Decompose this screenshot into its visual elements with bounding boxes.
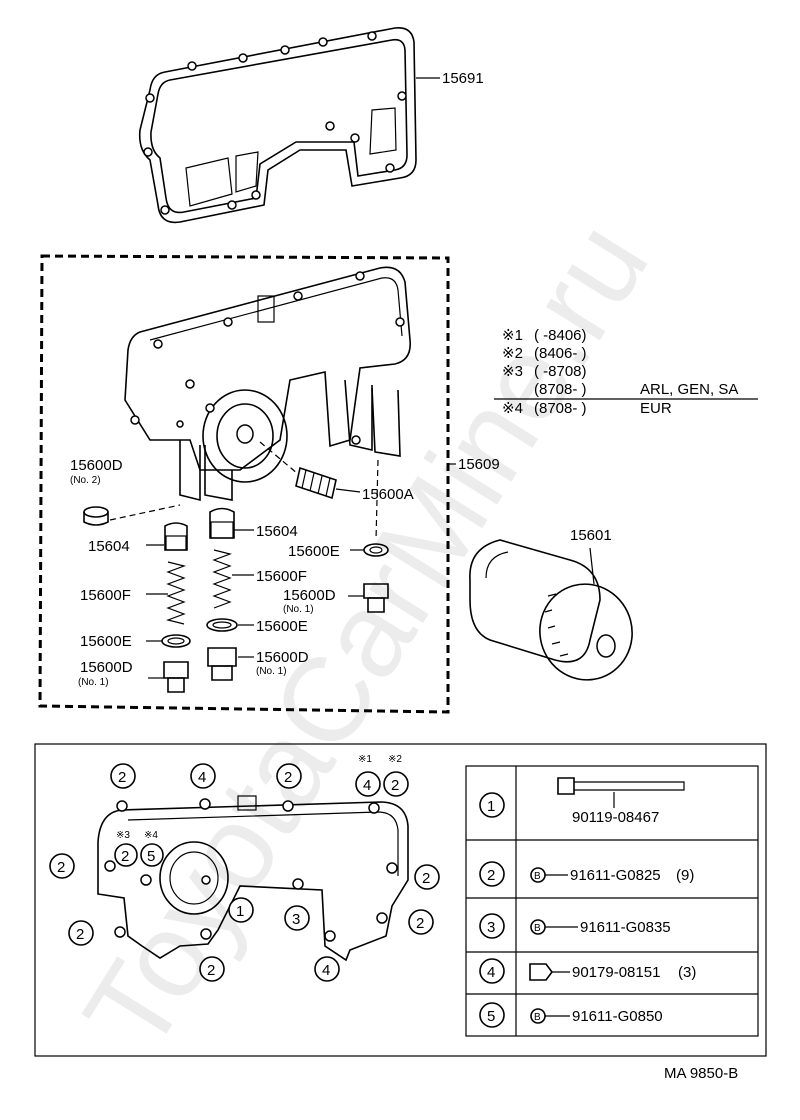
callout-5: 5	[147, 848, 155, 865]
label-plug-d-center: 15600D	[256, 649, 309, 666]
label-plug-d-right-tag: (No. 1)	[283, 604, 314, 615]
legend-row-4: 4 90179-08151 (3)	[479, 958, 696, 984]
gasket-cover-drawing	[138, 26, 440, 224]
note-range: (8406- )	[534, 345, 587, 362]
note-range: ( -8406)	[534, 327, 587, 344]
right-gasket-top-drawing	[350, 543, 389, 557]
callout-2: 2	[391, 777, 399, 794]
center-spring-drawing	[212, 549, 254, 609]
note-range: ( -8708)	[534, 363, 587, 380]
legend-part: 91611-G0850	[572, 1008, 663, 1025]
center-plug-drawing	[207, 647, 254, 681]
legend-key: 4	[487, 964, 495, 981]
left-spring-drawing	[146, 561, 187, 625]
bolt-position-gasket	[97, 795, 409, 962]
note-extra: ARL, GEN, SA	[640, 381, 738, 398]
callout-1: 1	[236, 903, 244, 920]
callout-2: 2	[422, 870, 430, 887]
callout-2: 2	[284, 769, 292, 786]
legend-part: 90179-08151	[572, 964, 660, 981]
label-plug-d-right: 15600D	[283, 587, 336, 604]
right-plug-drawing	[348, 583, 389, 613]
center-gasket-drawing	[206, 618, 254, 632]
plug-no2-drawing	[83, 504, 181, 526]
legend-key: 1	[487, 798, 495, 815]
label-plug-no2: 15600D	[70, 457, 123, 474]
note-mark: ※1	[502, 327, 523, 344]
svg-text:B: B	[534, 871, 541, 882]
oil-pump-group-box	[38, 254, 450, 714]
note-range: (8708- )	[534, 381, 587, 398]
legend-key: 2	[487, 867, 495, 884]
bolt-legend-table	[465, 765, 759, 1037]
legend-part: 91611-G0825	[570, 867, 661, 884]
legend-key: 3	[487, 919, 495, 936]
star-note: ※1	[358, 754, 372, 765]
note-extra: EUR	[640, 400, 672, 417]
legend-part: 91611-G0835	[580, 919, 671, 936]
callout-2: 2	[121, 848, 129, 865]
label-gasket-e-right: 15600E	[256, 618, 308, 635]
diagram-reference: MA 9850-B	[664, 1065, 738, 1082]
label-spring-right: 15600F	[256, 568, 307, 585]
label-spring-left: 15600F	[80, 587, 131, 604]
callout-2: 2	[76, 926, 84, 943]
callout-2: 2	[416, 915, 424, 932]
legend-qty: (3)	[678, 964, 696, 981]
svg-text:B: B	[534, 1012, 541, 1023]
callout-4: 4	[322, 962, 330, 979]
applicability-notes: ※1 ( -8406) ※2 (8406- ) ※3 ( -8708) (870…	[494, 327, 758, 417]
label-oil-filter: 15601	[570, 527, 612, 544]
oil-pump-body-drawing	[124, 266, 456, 541]
callout-3: 3	[292, 911, 300, 928]
label-gasket-e-left: 15600E	[80, 633, 132, 650]
callout-4: 4	[198, 769, 206, 786]
star-note: ※4	[144, 830, 158, 841]
bolt-layout-box	[34, 743, 767, 1057]
note-mark: ※2	[502, 345, 523, 362]
left-gasket-drawing	[146, 634, 191, 648]
label-valve-right: 15604	[256, 523, 298, 540]
callout-2: 2	[57, 859, 65, 876]
left-plug-drawing	[148, 661, 189, 693]
label-gasket-e-top: 15600E	[288, 543, 340, 560]
label-plug-d-left: 15600D	[80, 659, 133, 676]
callout-2: 2	[207, 962, 215, 979]
callout-4: 4	[363, 777, 371, 794]
label-oil-pump-assy: 15609	[458, 456, 500, 473]
left-valve-drawing	[146, 522, 188, 551]
star-note: ※2	[388, 754, 402, 765]
label-gasket-cover: 15691	[442, 70, 484, 87]
bolt-callouts: 2 4 2 ※1 ※2 4 2 ※3 ※4 2 5 2 2 1 3 2 2 2 …	[49, 754, 440, 982]
label-relief-valve: 15600A	[362, 486, 414, 503]
label-plug-d-left-tag: (No. 1)	[78, 677, 109, 688]
legend-key: 5	[487, 1008, 495, 1025]
legend-row-5: 5 B 91611-G0850	[479, 1002, 663, 1028]
label-valve-left: 15604	[88, 538, 130, 555]
svg-text:B: B	[534, 923, 541, 934]
label-plug-no2-tag: (No. 2)	[70, 475, 101, 486]
center-valve-drawing	[209, 507, 254, 539]
legend-row-1: 1 90119-08467	[479, 777, 685, 826]
note-mark: ※4	[502, 400, 523, 417]
legend-qty: (9)	[676, 867, 694, 884]
oil-filter-drawing	[469, 539, 633, 681]
star-note: ※3	[116, 830, 130, 841]
note-range: (8708- )	[534, 400, 587, 417]
note-mark: ※3	[502, 363, 523, 380]
callout-2: 2	[118, 769, 126, 786]
label-plug-d-center-tag: (No. 1)	[256, 666, 287, 677]
legend-part: 90119-08467	[572, 809, 659, 826]
legend-row-3: 3 B 91611-G0835	[479, 913, 671, 939]
legend-row-2: 2 B 91611-G0825 (9)	[479, 861, 694, 887]
